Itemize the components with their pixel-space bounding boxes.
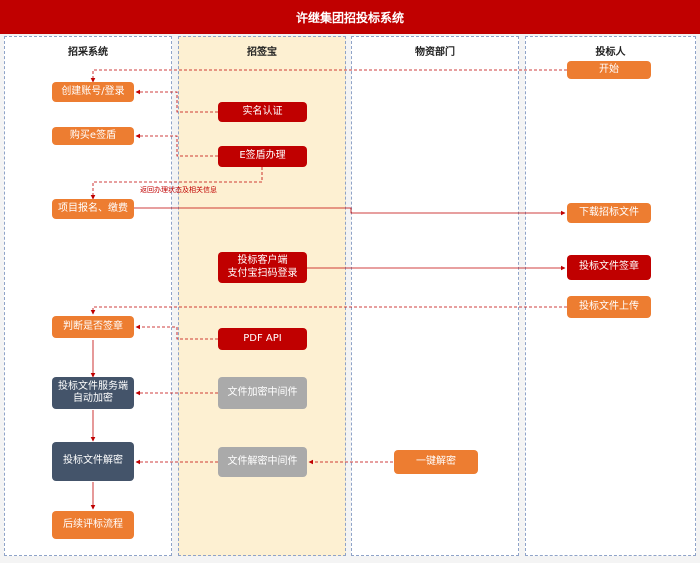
node-start: 开始 (567, 61, 651, 79)
node-bid-upload: 投标文件上传 (567, 296, 651, 318)
node-bid-client-line2: 支付宝扫码登录 (227, 267, 298, 279)
node-bid-client: 投标客户端 支付宝扫码登录 (218, 252, 307, 283)
node-one-key-decrypt: 一键解密 (394, 450, 478, 474)
edge-esign-to-buy-esign (135, 133, 218, 157)
edge-label-return-status: 返回办理状态及相关信息 (140, 186, 217, 194)
edge-real-name-to-create-account (135, 89, 218, 113)
node-real-name: 实名认证 (218, 102, 307, 122)
edge-pdf-api-to-judge (135, 324, 218, 340)
page-title: 许继集团招投标系统 (0, 0, 700, 34)
edge-upload-to-judge (90, 306, 567, 315)
node-buy-esign: 购买e签盾 (52, 127, 134, 145)
edge-signup-to-download (134, 207, 566, 216)
node-auto-encrypt: 投标文件服务端 自动加密 (52, 377, 134, 409)
lane-header-procurement: 招采系统 (68, 47, 108, 58)
node-followup: 后续评标流程 (52, 511, 134, 539)
node-bid-client-line1: 投标客户端 (237, 255, 288, 266)
lane-header-bidder: 投标人 (595, 47, 626, 58)
node-decrypt: 投标文件解密 (52, 442, 134, 481)
lane-header-zhaoqianbao: 招签宝 (247, 47, 277, 58)
node-bid-sign: 投标文件签章 (567, 255, 651, 280)
edge-start-to-create-account (90, 69, 567, 83)
node-download-docs: 下载招标文件 (567, 203, 651, 223)
node-project-signup: 项目报名、缴费 (52, 199, 134, 219)
node-encrypt-middleware: 文件加密中间件 (218, 377, 307, 409)
node-auto-encrypt-line1: 投标文件服务端 (58, 380, 128, 392)
node-esign-apply: E签盾办理 (218, 146, 307, 167)
edge-esign-to-project-signup (90, 167, 263, 200)
node-pdf-api: PDF API (218, 328, 307, 350)
node-judge-sign: 判断是否签章 (52, 316, 134, 338)
node-auto-encrypt-line2: 自动加密 (73, 393, 113, 404)
node-create-account: 创建账号/登录 (52, 82, 134, 102)
lane-header-materials-dept: 物资部门 (415, 47, 455, 58)
node-decrypt-middleware: 文件解密中间件 (218, 447, 307, 477)
